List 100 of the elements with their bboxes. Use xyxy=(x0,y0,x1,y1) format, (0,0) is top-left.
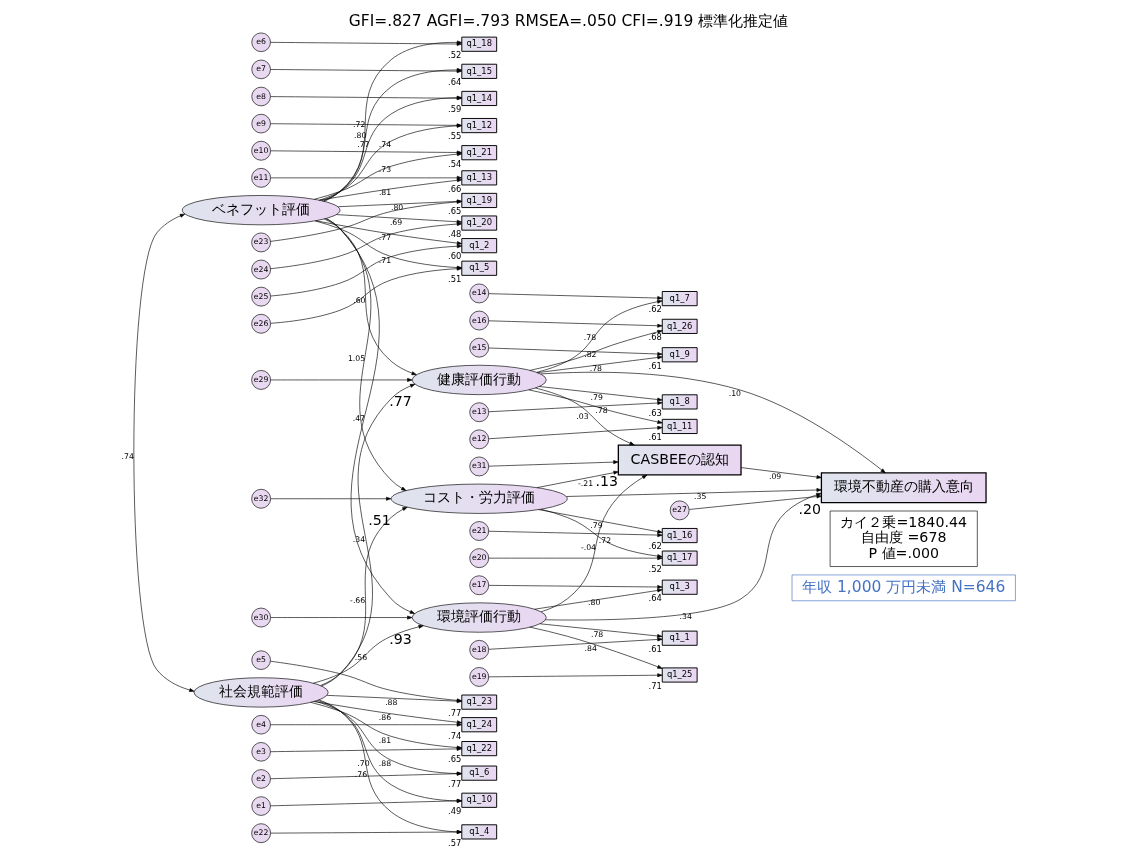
arrow xyxy=(488,585,663,589)
arrow xyxy=(488,460,619,467)
arrow xyxy=(270,123,462,128)
arrow xyxy=(337,199,463,208)
arrow xyxy=(270,771,462,780)
arrow xyxy=(270,615,413,620)
arrow xyxy=(321,383,416,687)
node-box: q1_9 xyxy=(661,347,698,363)
node-box: q1_12 xyxy=(461,117,498,134)
node-label: .63 xyxy=(648,407,662,418)
arrow xyxy=(537,355,663,373)
arrow xyxy=(320,506,408,686)
node-label: .62 xyxy=(648,541,662,552)
node-box: q1_22 xyxy=(461,741,498,757)
diagram-title: GFI=.827 AGFI=.793 RMSEA=.050 CFI=.919 標準化推定値 xyxy=(348,11,789,30)
arrow xyxy=(323,218,417,376)
node-label: .64 xyxy=(448,77,462,88)
arrow xyxy=(270,175,462,180)
arrow xyxy=(529,329,663,371)
node-label: .77 xyxy=(448,707,462,718)
node-box: q1_10 xyxy=(461,792,498,808)
arrow xyxy=(488,320,663,328)
node-label: .64 xyxy=(648,593,662,604)
arrow xyxy=(488,293,663,300)
node-box: q1_18 xyxy=(461,36,498,52)
node-label: .65 xyxy=(448,206,462,217)
node-box: q1_3 xyxy=(661,579,698,595)
node-label: .60 xyxy=(448,251,462,262)
node-label: .48 xyxy=(448,228,462,239)
arrow xyxy=(270,722,462,727)
node-box: 年収 1,000 万円未満 N=646 xyxy=(791,574,1016,602)
node-label: .65 xyxy=(448,754,462,765)
node-box: q1_24 xyxy=(461,717,498,733)
node-box: q1_17 xyxy=(661,550,698,566)
arrow xyxy=(529,626,663,669)
node-label: .54 xyxy=(448,158,462,169)
arrow xyxy=(326,218,415,614)
node-label: .62 xyxy=(648,304,662,315)
node-box: q1_13 xyxy=(461,170,498,186)
arrow xyxy=(270,200,462,242)
arrow xyxy=(325,218,407,491)
node-label: .77 xyxy=(389,392,412,409)
node-label: .51 xyxy=(368,511,391,528)
arrow xyxy=(534,588,663,610)
node-box: CASBEEの認知 xyxy=(617,444,742,476)
arrow xyxy=(536,299,663,373)
arrow xyxy=(488,673,663,678)
arrow xyxy=(270,496,392,501)
arrow xyxy=(539,623,663,638)
node-box: q1_19 xyxy=(461,192,498,209)
node-label: .77 xyxy=(448,778,462,789)
node-label: .61 xyxy=(648,644,662,655)
arrow xyxy=(538,509,663,534)
node-ellipse: 社会規範評価 xyxy=(193,677,329,708)
node-box: q1_15 xyxy=(461,63,498,79)
node-label: .20 xyxy=(798,500,822,517)
node-label: .49 xyxy=(448,806,462,817)
arrow xyxy=(488,401,663,413)
arrow xyxy=(539,386,663,402)
node-label: .57 xyxy=(448,837,462,848)
node-label: .68 xyxy=(648,332,662,343)
node-box: q1_5 xyxy=(461,260,498,276)
arrow xyxy=(133,213,195,692)
node-box: q1_11 xyxy=(661,418,698,435)
arrow xyxy=(488,530,663,537)
node-label: .61 xyxy=(648,360,662,371)
arrow xyxy=(536,470,619,488)
node-label: .74 xyxy=(448,730,462,741)
arrow xyxy=(488,556,663,561)
node-box: q1_6 xyxy=(461,765,498,781)
node-label: .55 xyxy=(448,131,462,142)
node-label: .66 xyxy=(448,183,462,194)
arrow xyxy=(313,624,424,684)
arrow xyxy=(535,387,635,446)
arrow xyxy=(689,494,822,510)
node-box: q1_8 xyxy=(661,394,698,410)
arrow xyxy=(488,637,663,650)
node-label: .71 xyxy=(648,680,662,691)
node-box: q1_14 xyxy=(461,90,498,107)
node-label: .59 xyxy=(448,104,462,115)
arrow xyxy=(566,488,822,497)
node-box: q1_7 xyxy=(661,291,698,307)
arrow xyxy=(488,425,663,440)
node-label: .52 xyxy=(448,50,462,61)
arrow xyxy=(270,830,462,834)
arrow xyxy=(270,378,413,382)
node-box: カイ２乗=1840.44 自由度 =678 P 値=.000 xyxy=(829,510,978,567)
node-label: .61 xyxy=(648,432,662,443)
arrow xyxy=(336,214,462,224)
node-label: .13 xyxy=(595,473,619,490)
arrow xyxy=(545,492,822,621)
node-box: q1_20 xyxy=(461,215,498,231)
node-box: q1_4 xyxy=(461,824,498,840)
node-box: q1_25 xyxy=(661,667,698,683)
node-box: q1_2 xyxy=(461,238,498,254)
node-box: q1_23 xyxy=(461,694,498,710)
node-box: q1_16 xyxy=(661,527,698,544)
arrow xyxy=(528,389,663,424)
node-box: 環境不動産の購入意向 xyxy=(820,472,987,504)
node-label: .52 xyxy=(648,563,662,574)
